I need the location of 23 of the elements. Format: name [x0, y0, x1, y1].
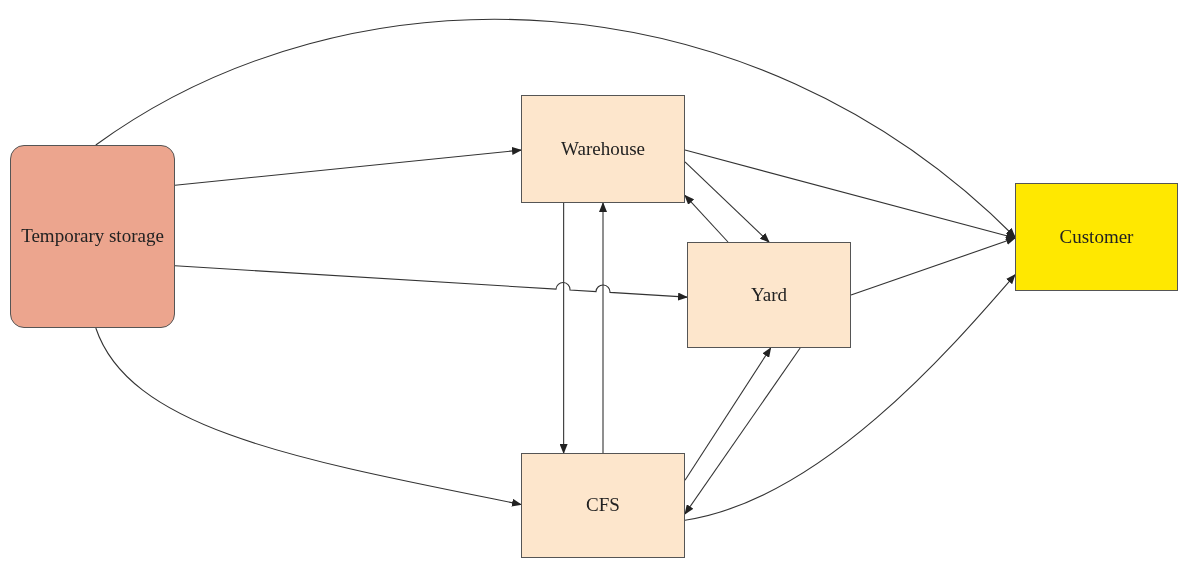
- node-label: Temporary storage: [21, 224, 164, 249]
- process-box: [687, 242, 851, 348]
- arrow: [174, 147, 522, 186]
- arrow: [684, 347, 801, 515]
- arrow: [684, 161, 770, 243]
- arrow: [95, 19, 1016, 238]
- arrow: [95, 327, 522, 507]
- arrow: [599, 202, 607, 454]
- arrow: [174, 265, 688, 301]
- node-label: Yard: [750, 282, 788, 307]
- arrow: [559, 202, 568, 454]
- node-label: CFS: [586, 493, 620, 518]
- node-label: Warehouse: [561, 136, 645, 161]
- node-label: Customer: [1059, 224, 1134, 249]
- arrow: [684, 194, 729, 243]
- process-box: [521, 95, 685, 203]
- arrow: [684, 347, 772, 481]
- arrow: [684, 149, 1016, 240]
- arrow: [684, 274, 1016, 521]
- arrow: [850, 237, 1016, 296]
- process-box: [521, 453, 685, 558]
- customer-box: [1015, 183, 1178, 291]
- storage-box: [10, 145, 175, 328]
